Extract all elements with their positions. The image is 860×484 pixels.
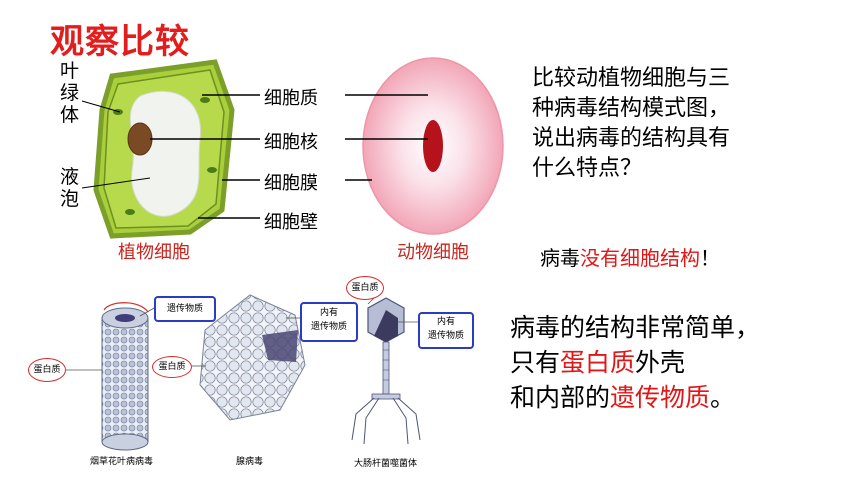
box-line: 遗传物质 xyxy=(427,331,464,341)
tmv-protein-ellipse: 蛋白质 xyxy=(28,358,66,382)
tmv-caption: 烟草花叶病病毒 xyxy=(90,457,154,467)
page-title: 观察比较 xyxy=(50,22,190,62)
answer-text: 。 xyxy=(710,383,736,412)
plant-cell-caption: 植物细胞 xyxy=(118,242,190,263)
adeno-protein-ellipse: 蛋白质 xyxy=(152,356,192,378)
answer-text: 外壳 xyxy=(635,348,686,377)
animal-cell-caption: 动物细胞 xyxy=(397,242,469,263)
label-char: 绿 xyxy=(60,82,80,104)
answer-text: 和内部的 xyxy=(510,383,611,412)
answer-line: 只有蛋白质外壳 xyxy=(510,345,760,380)
question-text: 比较动植物细胞与三 种病毒结构模式图， 说出病毒的结构具有 什么特点？ xyxy=(532,64,730,184)
phage-caption: 大肠杆菌噬菌体 xyxy=(354,459,418,469)
vacuole-label: 液 泡 xyxy=(60,166,79,210)
animal-cell xyxy=(345,57,504,235)
label-char: 泡 xyxy=(60,188,80,210)
wall-label: 细胞壁 xyxy=(264,212,318,233)
tmv-genetic-material-box: 遗传物质 xyxy=(154,296,216,322)
label-char: 叶 xyxy=(60,60,80,82)
answer-text: 只有 xyxy=(510,348,561,377)
answer-no-cell-structure: 病毒没有细胞结构！ xyxy=(540,242,720,271)
plant-cell xyxy=(81,59,260,239)
answer-line: 和内部的遗传物质。 xyxy=(510,380,760,415)
adenovirus xyxy=(192,294,306,421)
chloroplast-label: 叶 绿 体 xyxy=(60,60,79,126)
label-char: 体 xyxy=(60,104,80,126)
bacteriophage xyxy=(351,297,421,445)
answer-highlight: 蛋白质 xyxy=(560,348,636,377)
box-line: 内有 xyxy=(436,317,455,327)
membrane-label: 细胞膜 xyxy=(264,173,318,194)
answer-text: ！ xyxy=(700,246,720,270)
answer-text: 病毒 xyxy=(540,246,580,270)
box-line: 遗传物质 xyxy=(310,322,347,332)
label-char: 液 xyxy=(60,166,80,188)
tmv-virus xyxy=(62,302,157,451)
answer-highlight: 没有细胞结构 xyxy=(580,246,700,270)
phage-genetic-material-box: 内有 遗传物质 xyxy=(418,312,474,349)
question-line: 说出病毒的结构具有 xyxy=(532,126,731,151)
adenovirus-caption: 腺病毒 xyxy=(236,457,264,467)
nucleus-label: 细胞核 xyxy=(264,132,318,153)
question-line: 比较动植物细胞与三 xyxy=(532,66,731,91)
answer-highlight: 遗传物质 xyxy=(610,383,711,412)
phage-protein-ellipse: 蛋白质 xyxy=(346,276,384,300)
box-line: 内有 xyxy=(319,308,338,318)
question-line: 什么特点？ xyxy=(532,156,643,181)
answer-structure-description: 病毒的结构非常简单， 只有蛋白质外壳 和内部的遗传物质。 xyxy=(510,310,760,415)
answer-line: 病毒的结构非常简单， xyxy=(510,313,761,342)
cytoplasm-label: 细胞质 xyxy=(264,88,318,109)
question-line: 种病毒结构模式图， xyxy=(532,96,731,121)
adeno-genetic-material-box: 内有 遗传物质 xyxy=(300,302,358,342)
